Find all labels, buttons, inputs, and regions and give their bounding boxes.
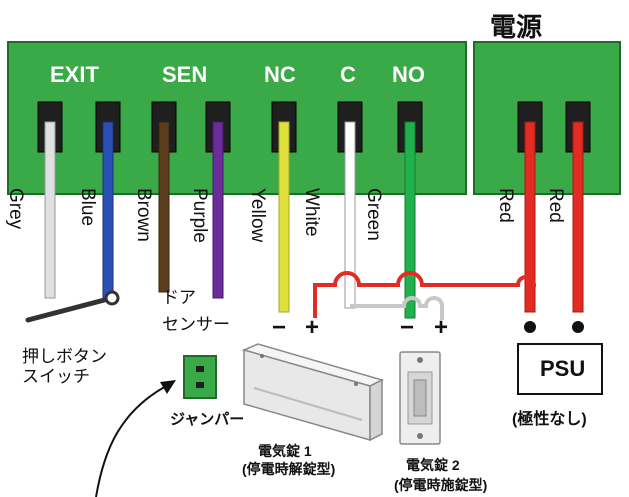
push-button-label-1: 押しボタン: [22, 347, 107, 366]
wire-label-grey: Grey: [5, 188, 26, 230]
lock1-label-2: (停電時解錠型): [242, 461, 335, 477]
maglock-illustration: [241, 343, 385, 442]
psu-terminal-dot-1: [524, 321, 536, 333]
wire-red-route: [313, 271, 537, 318]
power-title: 電源: [490, 12, 542, 42]
wire-label-brown: Brown: [133, 188, 154, 242]
door-sensor-label-1: ドア: [162, 288, 196, 307]
wire-label-white: White: [301, 188, 322, 237]
wire-brown: [158, 121, 170, 293]
psu-label: PSU: [540, 356, 585, 381]
wire-green: [404, 121, 416, 319]
terminal-label-no: NO: [392, 62, 425, 87]
terminal-label-exit: EXIT: [50, 62, 99, 87]
wire-label-yellow: Yellow: [247, 188, 268, 243]
jumper-label: ジャンパー: [170, 411, 244, 428]
wire-white-route: [350, 296, 444, 320]
terminal-label-sen: SEN: [162, 62, 207, 87]
door-sensor-label-2: センサー: [162, 315, 230, 334]
wire-blue: [102, 121, 114, 299]
wire-label-green: Green: [363, 188, 384, 241]
wire-label-purple: Purple: [189, 188, 210, 243]
terminal-screws: [37, 101, 591, 153]
wire-red-2: [572, 121, 584, 313]
wire-label-blue: Blue: [77, 188, 98, 226]
psu-box: [517, 343, 603, 395]
jumper-arrow-head: [160, 380, 176, 394]
wire-white: [344, 121, 356, 309]
psu-terminal-dot-2: [572, 321, 584, 333]
wire-label-red-1: Red: [495, 188, 516, 223]
terminal-label-nc: NC: [264, 62, 296, 87]
lock2-label-2: (停電時施錠型): [394, 477, 487, 493]
electric-strike-illustration: [399, 351, 441, 445]
wire-grey: [44, 121, 56, 299]
push-button-switch: [25, 290, 120, 323]
wire-label-red-2: Red: [545, 188, 566, 223]
lock1-label-1: 電気錠 1: [258, 443, 312, 459]
lock2-plus: +: [434, 314, 448, 341]
lock1-minus: −: [272, 314, 286, 341]
lock1-plus: +: [305, 314, 319, 341]
lock2-minus: −: [400, 314, 414, 341]
wire-purple: [212, 121, 224, 299]
push-button-label-2: スイッチ: [22, 367, 90, 386]
wire-red-1: [524, 121, 536, 313]
terminal-block-power: [473, 41, 621, 195]
terminal-label-c: C: [340, 62, 356, 87]
psu-note: (極性なし): [512, 409, 587, 428]
jumper-arrow: [95, 383, 171, 497]
lock2-label-1: 電気錠 2: [406, 457, 460, 473]
terminal-block-main: [7, 41, 467, 195]
wire-yellow: [278, 121, 290, 313]
jumper: [183, 355, 217, 399]
